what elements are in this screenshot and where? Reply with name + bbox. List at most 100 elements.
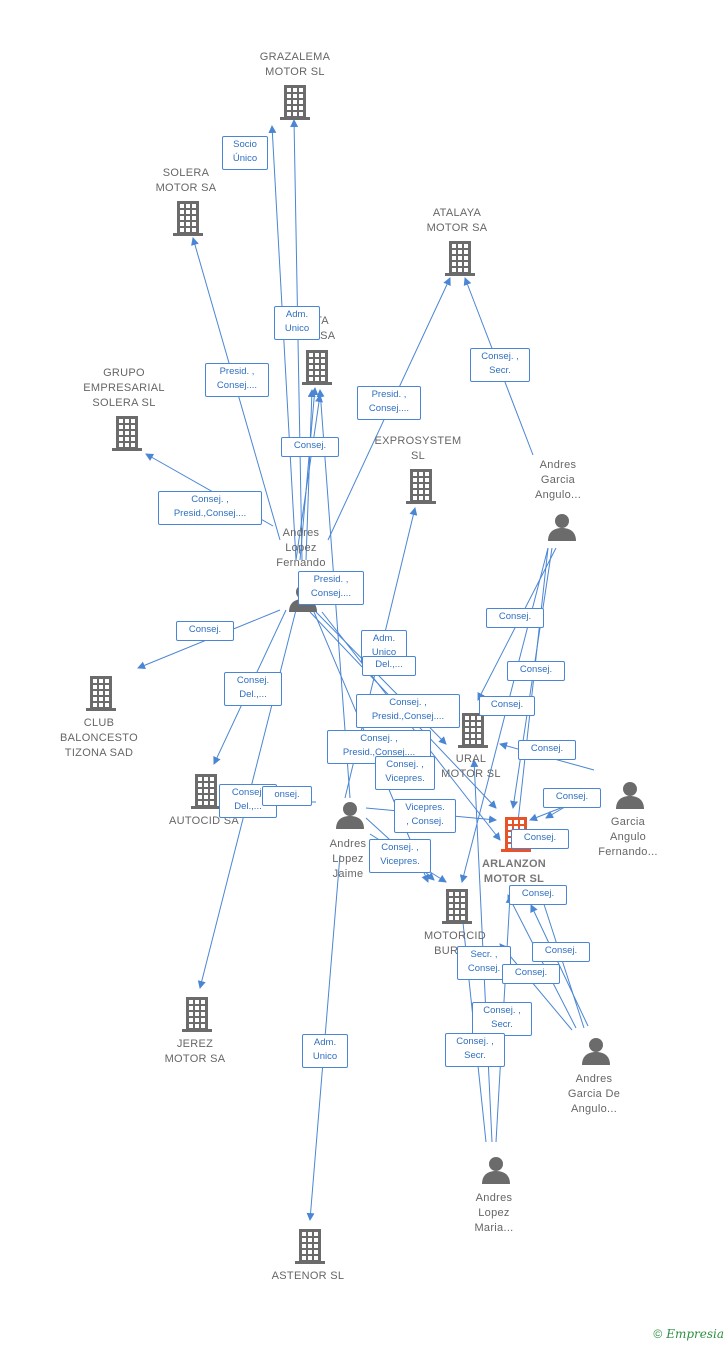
- building-icon: [279, 84, 311, 125]
- node-label-line: GRAZALEMA: [259, 51, 331, 63]
- node-label-line: Angulo...: [570, 1103, 618, 1115]
- building-icon: [111, 415, 143, 456]
- node-label: GRAZALEMA MOTOR SL: [230, 50, 360, 80]
- relation-label[interactable]: Socio Único: [222, 136, 268, 170]
- node-label-line: GRUPO: [103, 367, 145, 379]
- node-label-line: EMPRESARIAL: [83, 382, 165, 394]
- relation-label[interactable]: Presid. , Consej....: [205, 363, 269, 397]
- edge-line: [299, 387, 319, 561]
- edge-line: [305, 389, 316, 561]
- relation-label[interactable]: Consej.: [507, 661, 565, 681]
- relation-label[interactable]: Consej.: [479, 696, 535, 716]
- node-label-line: BALONCESTO: [60, 732, 138, 744]
- edge-line: [512, 547, 549, 841]
- relation-label[interactable]: Consej.: [486, 608, 544, 628]
- relation-label[interactable]: Consej. , Vicepres.: [375, 756, 435, 790]
- node-label-line: EXPROSYSTEM: [374, 435, 462, 447]
- building-icon: [181, 996, 213, 1037]
- edge-line: [295, 394, 323, 561]
- node-label-line: ATALAYA: [432, 207, 482, 219]
- person-icon: [581, 1037, 611, 1070]
- building-icon: [444, 240, 476, 281]
- node-label-line: MOTOR SL: [441, 768, 501, 780]
- footer-brand: ©Empresia: [653, 1327, 724, 1341]
- node-label-line: Andres: [539, 459, 577, 471]
- node-label: ATALAYA MOTOR SA: [392, 206, 522, 236]
- node-label-line: Andres: [282, 527, 320, 539]
- relation-label[interactable]: onsej.: [262, 786, 312, 806]
- copyright-symbol: ©: [653, 1327, 663, 1341]
- node-label: URAL MOTOR SL: [406, 752, 536, 782]
- node-label-line: Fernando: [276, 557, 326, 569]
- relation-label[interactable]: Del.,...: [362, 656, 416, 676]
- person-icon: [481, 1156, 511, 1189]
- node-label: AUTOCID SA: [139, 814, 269, 829]
- brand-logo: Empresia: [666, 1327, 724, 1341]
- node-label-line: Garcia: [610, 816, 646, 828]
- node-label-line: SL: [410, 450, 426, 462]
- node-label-line: MOTOR SL: [265, 66, 325, 78]
- node-label-line: Garcia: [540, 474, 576, 486]
- relation-label[interactable]: Consej.: [532, 942, 590, 962]
- node-label-line: URAL: [455, 753, 487, 765]
- relation-label[interactable]: Consej. , Secr.: [470, 348, 530, 382]
- node-label-line: Angulo: [609, 831, 647, 843]
- relation-label[interactable]: Consej.: [511, 829, 569, 849]
- relation-label[interactable]: Consej. , Secr.: [472, 1002, 532, 1036]
- node-label-line: MOTOR SL: [483, 873, 545, 885]
- person-icon: [547, 513, 577, 546]
- relation-label[interactable]: Consej.: [176, 621, 234, 641]
- person-icon: [615, 781, 645, 814]
- node-label-line: Maria...: [474, 1222, 514, 1234]
- relation-label[interactable]: Consej.: [518, 740, 576, 760]
- node-label-line: Andres: [475, 1192, 513, 1204]
- relation-label[interactable]: Consej. , Secr.: [445, 1033, 505, 1067]
- building-icon: [294, 1228, 326, 1269]
- node-label-line: Andres: [575, 1073, 613, 1085]
- relation-label[interactable]: Adm. Unico: [274, 306, 320, 340]
- relation-label[interactable]: Consej. , Vicepres.: [369, 839, 431, 873]
- node-label-line: TIZONA SAD: [64, 747, 134, 759]
- relation-label[interactable]: Consej.: [502, 964, 560, 984]
- relation-label[interactable]: Consej.: [543, 788, 601, 808]
- node-label-line: SOLERA: [162, 167, 210, 179]
- node-label-line: MOTOR SA: [164, 1053, 226, 1065]
- node-label-line: Lopez: [285, 542, 317, 554]
- node-label: GRUPO EMPRESARIAL SOLERA SL: [59, 366, 189, 411]
- building-icon: [301, 349, 333, 390]
- node-label-line: AUTOCID SA: [168, 815, 240, 827]
- node-label-line: Fernando...: [598, 846, 658, 858]
- relation-label[interactable]: Adm. Unico: [302, 1034, 348, 1068]
- node-label-line: ASTENOR SL: [271, 1270, 345, 1282]
- node-label-line: ARLANZON: [481, 858, 547, 870]
- relation-label[interactable]: Consej. , Presid.,Consej....: [158, 491, 262, 525]
- edge-line: [499, 943, 573, 1031]
- relation-label[interactable]: Consej. , Presid.,Consej....: [356, 694, 460, 728]
- person-icon: [335, 801, 365, 834]
- building-icon: [190, 773, 222, 814]
- node-label-line: Lopez: [332, 853, 364, 865]
- node-label-line: SOLERA SL: [92, 397, 156, 409]
- building-icon: [405, 468, 437, 509]
- edge-line: [290, 119, 303, 561]
- node-label: EXPROSYSTEM SL: [353, 434, 483, 464]
- relation-label[interactable]: Consej.: [281, 437, 339, 457]
- node-label: JEREZ MOTOR SA: [130, 1037, 260, 1067]
- relation-label[interactable]: Consej.: [509, 885, 567, 905]
- node-label-line: MOTOR SA: [426, 222, 488, 234]
- relation-label[interactable]: Vicepres. , Consej.: [394, 799, 456, 833]
- relation-label[interactable]: Consej. Del.,...: [224, 672, 282, 706]
- node-label-line: JEREZ: [176, 1038, 214, 1050]
- node-label-line: Angulo...: [534, 489, 582, 501]
- relation-label[interactable]: Presid. , Consej....: [298, 571, 364, 605]
- relation-label[interactable]: Presid. , Consej....: [357, 386, 421, 420]
- node-label-line: Jaime: [332, 868, 364, 880]
- node-label-line: MOTORCID: [423, 930, 487, 942]
